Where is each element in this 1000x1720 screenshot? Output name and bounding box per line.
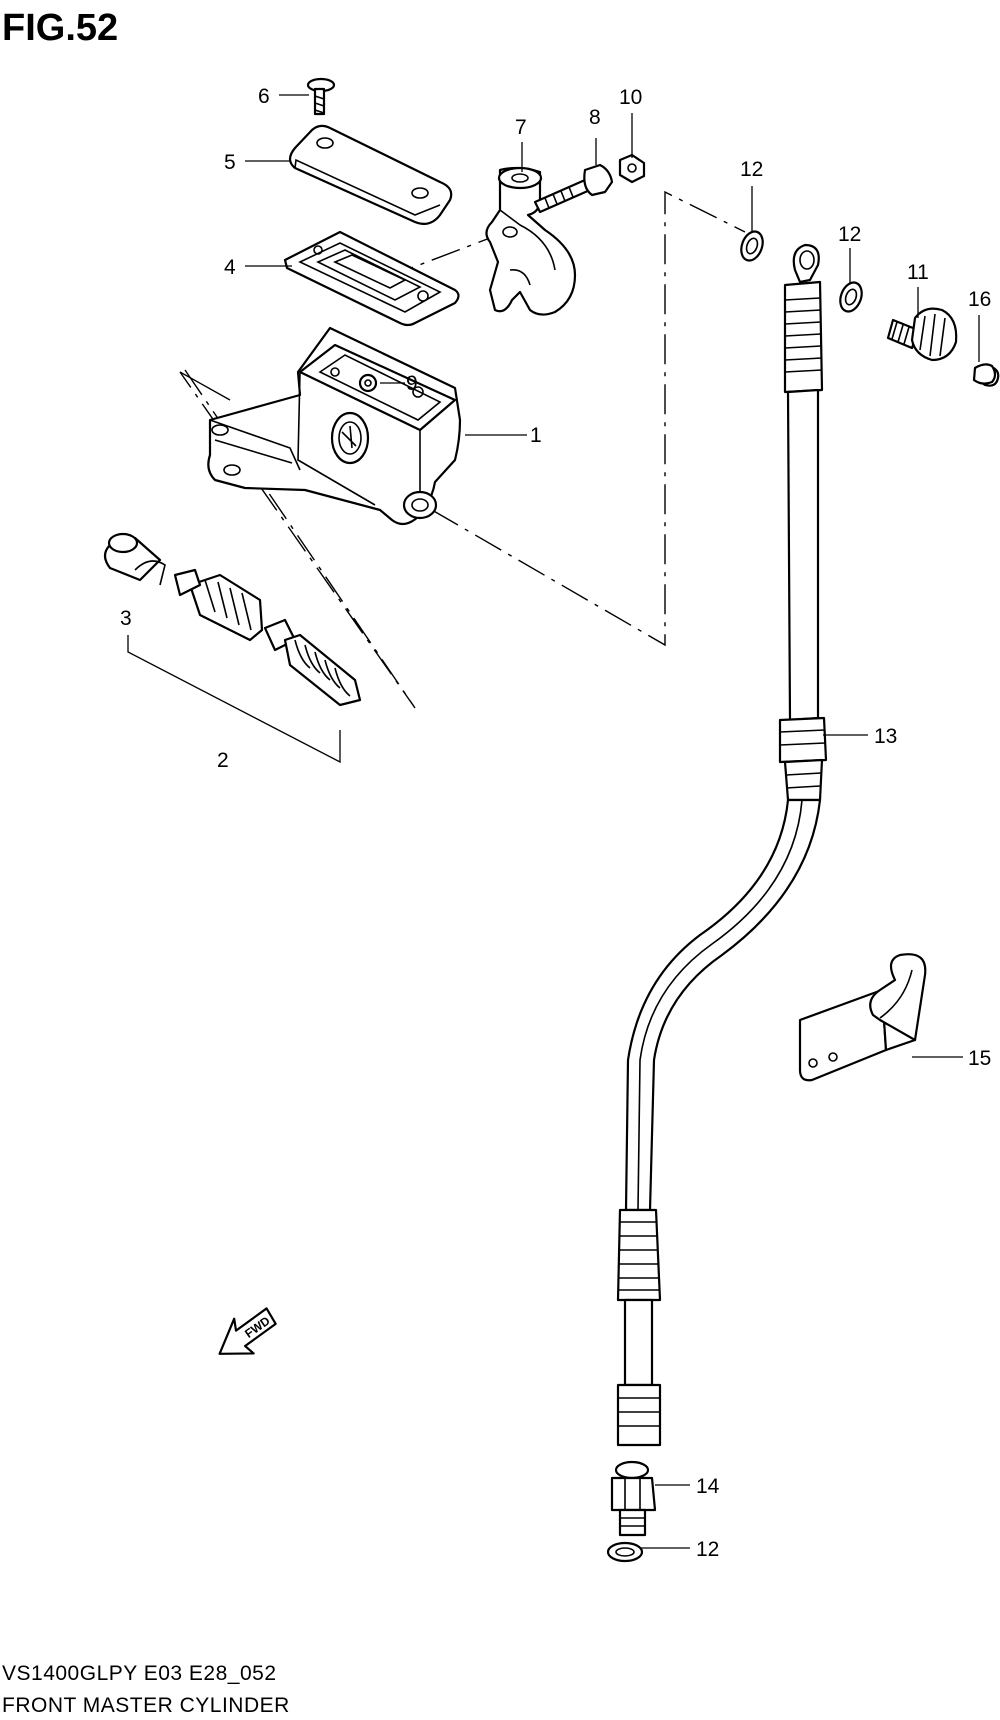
callout-16: 16 bbox=[968, 288, 991, 311]
callout-10: 10 bbox=[619, 86, 642, 109]
bleeder-cap bbox=[972, 363, 1000, 387]
reservoir-clip bbox=[358, 373, 378, 393]
callout-2: 2 bbox=[217, 749, 229, 772]
callout-6: 6 bbox=[258, 85, 270, 108]
callout-12-upper-right: 12 bbox=[838, 223, 861, 246]
hose-clamp-bracket bbox=[798, 953, 927, 1082]
clamp-nut bbox=[618, 153, 646, 184]
callout-9: 9 bbox=[406, 372, 418, 395]
clamp-bolt bbox=[533, 163, 614, 214]
callout-5: 5 bbox=[224, 151, 236, 174]
reservoir-cover bbox=[288, 124, 453, 225]
callout-4: 4 bbox=[224, 256, 236, 279]
piston-kit-bracket bbox=[127, 635, 341, 764]
callout-1: 1 bbox=[530, 424, 542, 447]
callout-12-upper-left: 12 bbox=[740, 158, 763, 181]
diaphragm bbox=[283, 230, 460, 327]
diagram-caption: FRONT MASTER CYLINDER bbox=[2, 1694, 290, 1717]
piston-assembly bbox=[103, 532, 362, 707]
washer-lower bbox=[606, 1541, 644, 1563]
cover-screw bbox=[306, 77, 336, 116]
callout-8: 8 bbox=[589, 106, 601, 129]
callout-13: 13 bbox=[874, 725, 897, 748]
hose-fitting bbox=[610, 1460, 657, 1537]
figure-title: FIG.52 bbox=[2, 7, 118, 49]
washer-upper-right bbox=[839, 281, 863, 313]
callout-14: 14 bbox=[696, 1475, 720, 1498]
brake-hose bbox=[616, 243, 828, 1447]
leader-lines bbox=[245, 94, 980, 1549]
washer-upper-left bbox=[740, 230, 764, 262]
fwd-direction-arrow: FWD bbox=[218, 1307, 277, 1355]
callout-11: 11 bbox=[907, 261, 929, 284]
callout-7: 7 bbox=[515, 116, 527, 139]
union-bolt bbox=[886, 307, 958, 362]
model-code: VS1400GLPY E03 E28_052 bbox=[2, 1662, 277, 1685]
callout-15: 15 bbox=[968, 1047, 991, 1070]
callout-12-lower: 12 bbox=[696, 1538, 719, 1561]
master-cylinder-body bbox=[207, 326, 462, 526]
callout-3: 3 bbox=[120, 607, 132, 630]
